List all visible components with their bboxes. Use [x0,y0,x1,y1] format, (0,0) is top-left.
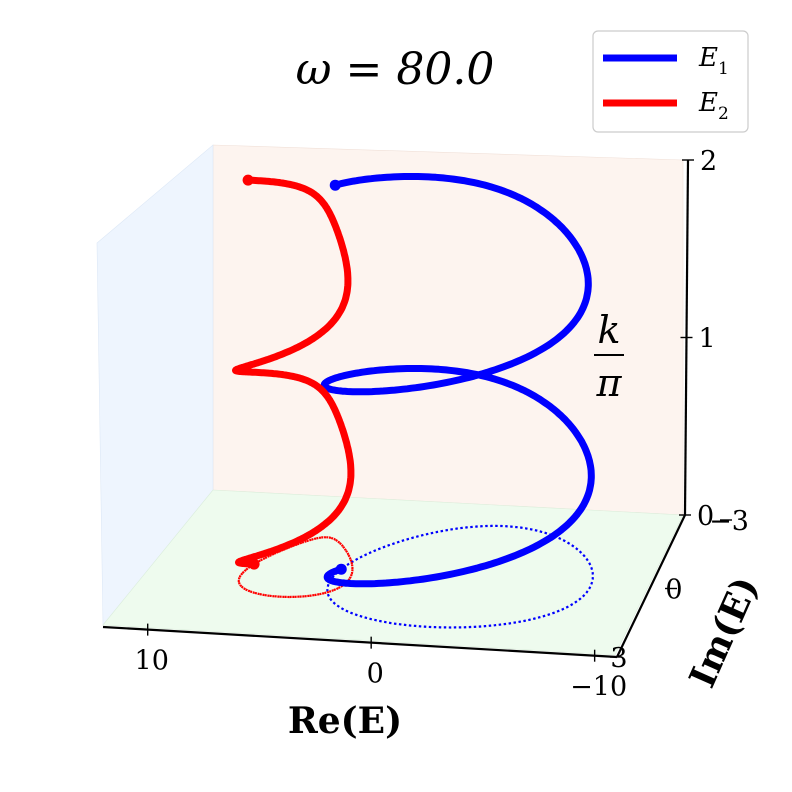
x-tick-label-2: −10 [570,672,627,703]
z-axis-label-denominator: π [596,361,623,405]
curve-2-start-marker [248,558,260,570]
y-tick-label-2: 3 [610,643,627,674]
z-tick-label-2: 2 [700,146,717,177]
x-tick-label-1: 0 [367,659,384,690]
curve-1-start-marker [335,563,347,575]
x-axis-line [102,625,618,659]
curve-1-end-marker [329,179,341,191]
x-axis-label: Re(E) [288,700,402,742]
legend-label-e1-sub: 1 [718,59,729,79]
legend-label-e2-sub: 2 [718,104,729,124]
z-tick-label-0: 0 [697,501,714,532]
legend-label-e1-main: E [698,43,718,73]
y-axis-line [616,514,686,658]
curve-layer [232,173,595,588]
legend: E1 E2 [592,30,749,133]
curve-2 [232,176,355,568]
z-axis-label: k π [594,308,624,405]
legend-label-e2: E2 [698,88,729,124]
z-axis-label-numerator: k [597,308,620,352]
legend-label-e1: E1 [698,43,729,79]
x-tick-label-0: 10 [135,646,169,677]
curve-2-end-marker [242,174,254,186]
chart-title: ω = 80.0 [296,44,495,95]
y-tick-label-0: −3 [709,506,749,537]
y-tick-label-1: 0 [665,575,682,606]
curve-1 [320,173,595,588]
y-axis-label: Im(E) [681,570,767,693]
legend-label-e2-main: E [698,88,718,118]
z-tick-label-1: 1 [699,324,716,355]
